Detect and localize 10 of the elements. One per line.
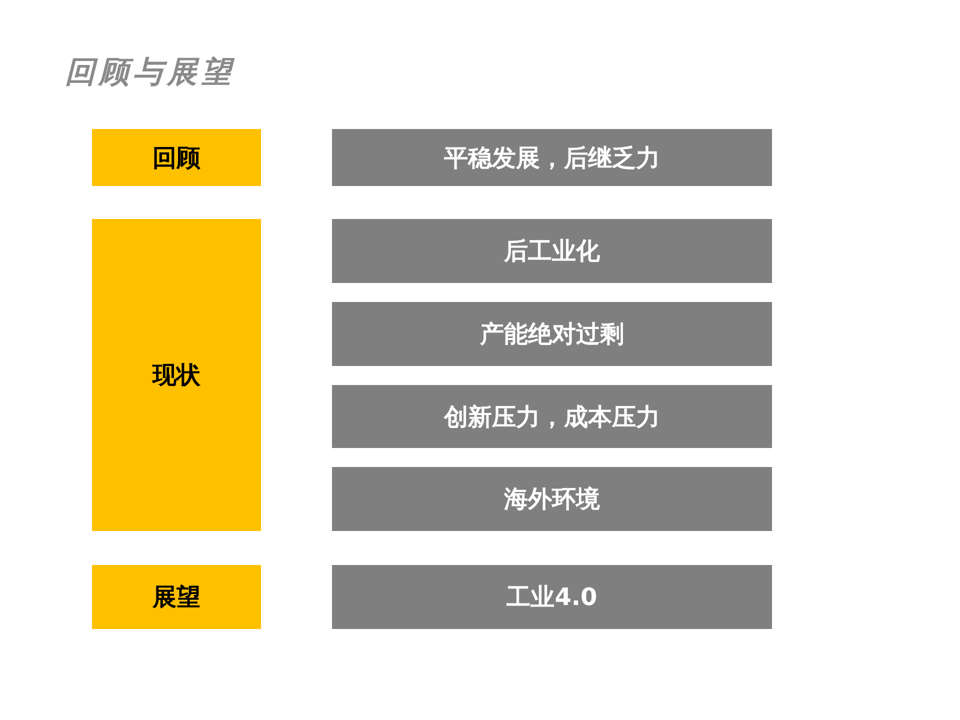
item-box: 创新压力，成本压力: [332, 385, 772, 448]
item-box: 工业4.0: [332, 565, 772, 629]
category-box: 现状: [92, 219, 261, 531]
slide-title: 回顾与展望: [65, 54, 235, 92]
item-box: 后工业化: [332, 219, 772, 283]
item-box: 海外环境: [332, 467, 772, 531]
category-box: 回顾: [92, 129, 261, 186]
category-box: 展望: [92, 565, 261, 629]
item-box: 平稳发展，后继乏力: [332, 129, 772, 186]
item-box: 产能绝对过剩: [332, 302, 772, 366]
